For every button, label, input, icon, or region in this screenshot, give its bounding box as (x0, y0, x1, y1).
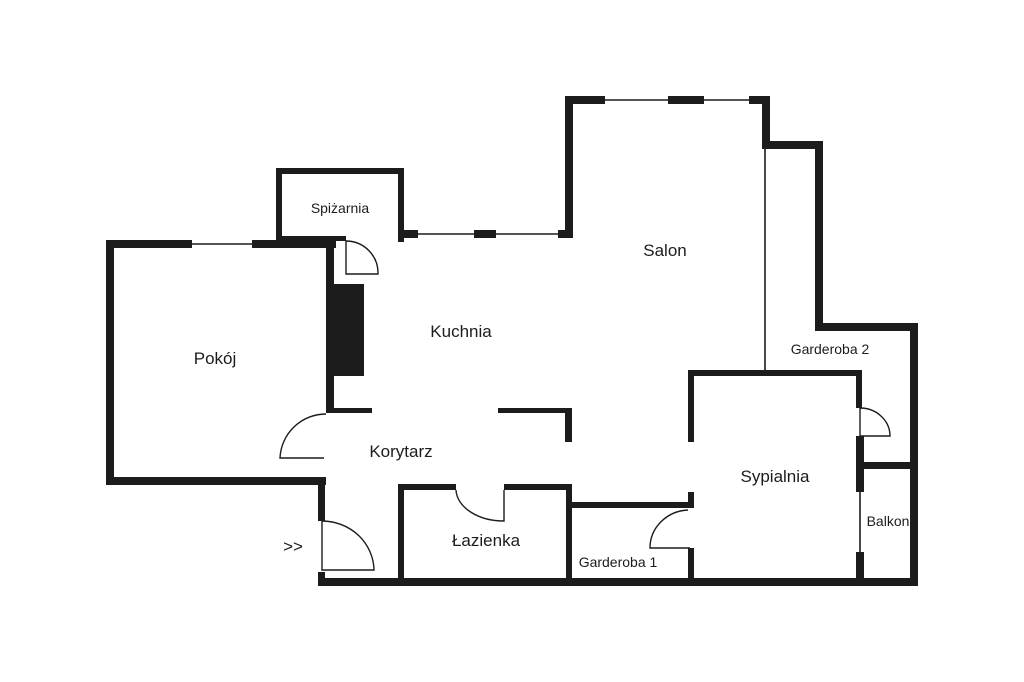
walls (106, 96, 918, 586)
wall-garderoba2-right (815, 141, 823, 331)
label-kuchnia: Kuchnia (430, 322, 492, 341)
wall-pokoj-kuchnia (326, 240, 334, 412)
wall-kuchnia-top-pier-2 (474, 230, 496, 238)
wall-sypialnia-right-upper (856, 370, 862, 408)
wall-pokoj-left (106, 240, 114, 484)
wall-garderoba1-top (568, 502, 694, 508)
wall-sypialnia-right-lower (856, 552, 864, 582)
wall-pokoj-top-left (106, 240, 192, 248)
wall-lazienka-right (566, 484, 572, 584)
wall-east (910, 323, 918, 585)
wall-kuchnia-bottom-right (498, 408, 572, 413)
chimney-block (334, 284, 364, 376)
doors (279, 240, 891, 571)
wall-sypialnia-left-lower (688, 492, 694, 502)
label-sypialnia: Sypialnia (741, 467, 811, 486)
wall-garderoba2-step (815, 323, 918, 331)
wall-spizarnia-right (398, 168, 404, 242)
wall-garderoba2-bottom (856, 462, 918, 469)
wall-garderoba2-top (762, 141, 823, 149)
wall-lazienka-top-right (504, 484, 572, 490)
wall-salon-left (565, 96, 573, 238)
wall-pokoj-top-right (252, 240, 336, 248)
label-garderoba1: Garderoba 1 (579, 554, 658, 570)
room-labels: Spiżarnia Salon Kuchnia Pokój Garderoba … (194, 200, 910, 570)
wall-pokoj-bottom (106, 477, 326, 485)
windows (192, 99, 861, 552)
label-lazienka: Łazienka (452, 531, 521, 550)
wall-lazienka-top-left (398, 484, 456, 490)
label-balkon: Balkon (867, 513, 910, 529)
wall-salon-top-left (565, 96, 605, 104)
wall-salon-kuchnia-lower (565, 408, 572, 442)
door-entrance (321, 520, 375, 571)
wall-spizarnia-bottom (282, 236, 346, 241)
door-pokoj (279, 413, 327, 459)
wall-entrance-left-upper (318, 477, 325, 521)
door-garderoba1 (649, 509, 690, 549)
wall-sypialnia-left-bottom (688, 548, 694, 582)
label-salon: Salon (643, 241, 686, 260)
wall-salon-top-right (749, 96, 769, 104)
wall-lazienka-left (398, 484, 404, 584)
wall-south (318, 578, 918, 586)
wall-salon-right-upper (762, 96, 770, 148)
wall-sypialnia-left (688, 370, 694, 442)
entrance-marker: >> (283, 537, 303, 556)
door-lazienka (455, 489, 505, 522)
label-pokoj: Pokój (194, 349, 237, 368)
door-garderoba2 (859, 407, 891, 437)
wall-kuchnia-top-pier-1 (402, 230, 418, 238)
wall-kuchnia-bottom-left (326, 408, 372, 413)
label-garderoba2: Garderoba 2 (791, 341, 870, 357)
door-spizarnia (345, 240, 379, 275)
label-spizarnia: Spiżarnia (311, 200, 370, 216)
wall-spizarnia-top (276, 168, 403, 174)
wall-sypialnia-top (688, 370, 862, 376)
label-korytarz: Korytarz (369, 442, 432, 461)
wall-spizarnia-left (276, 168, 282, 242)
wall-salon-top-mid (668, 96, 704, 104)
